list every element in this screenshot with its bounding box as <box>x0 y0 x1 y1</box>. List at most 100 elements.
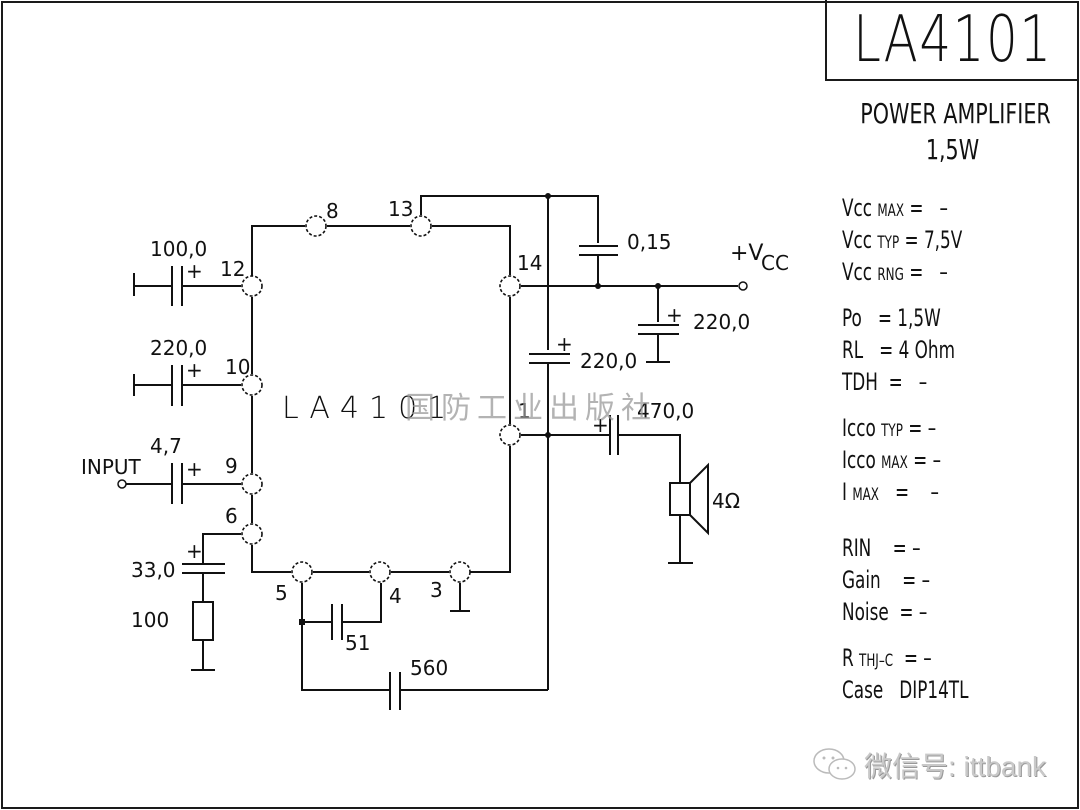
junction-dot <box>545 432 551 438</box>
speaker-icon <box>669 462 709 536</box>
junctions <box>299 193 661 625</box>
spec-row: Noise = – <box>842 599 927 628</box>
pin-10 <box>241 374 263 396</box>
cout-value: 470,0 <box>637 399 694 423</box>
input-label: INPUT <box>81 455 142 479</box>
spec-row: TDH = – <box>842 369 927 398</box>
pins <box>241 215 521 583</box>
polarity-plus: + <box>186 358 203 382</box>
pin-label-14: 14 <box>517 251 542 275</box>
publisher-watermark: 国防工业出版社 <box>405 391 657 426</box>
spec-subscript: MAX <box>877 201 905 221</box>
spec-value: = 7,5V <box>904 226 963 254</box>
spec-value: = – <box>913 446 941 474</box>
spec-name: Vcc <box>842 226 873 254</box>
polarity-plus: + <box>186 539 203 563</box>
capacitors <box>171 245 679 710</box>
pin-label-10: 10 <box>225 355 250 379</box>
spec-name: R <box>842 644 854 672</box>
pin-label-12: 12 <box>220 257 245 281</box>
spec-name: RIN <box>842 534 872 562</box>
spec-subscript: TYP <box>881 421 903 441</box>
spec-value: = – <box>884 478 939 506</box>
spec-row: Vcc RNG = – <box>842 259 948 288</box>
spec-row: RIN = – <box>842 535 921 564</box>
spec-name: TDH <box>842 368 878 396</box>
title-box: LA4101 <box>825 0 1079 81</box>
r6-value: 100 <box>131 608 169 632</box>
junction-dot <box>545 193 551 199</box>
spec-subscript: MAX <box>852 485 879 505</box>
spec-name: Case <box>842 676 884 704</box>
spec-name: Icco <box>842 414 876 442</box>
spec-subscript: THJ–C <box>859 651 894 671</box>
polarity-plus: + <box>186 457 203 481</box>
spec-subscript: RNG <box>877 265 904 285</box>
spec-name: RL <box>842 336 864 364</box>
wechat-icon <box>813 748 856 780</box>
spec-row: I MAX = – <box>842 479 939 508</box>
pin-5 <box>291 561 313 583</box>
c015-value: 0,15 <box>627 230 672 254</box>
spec-value: = 4 Ohm <box>873 336 955 364</box>
spec-row: Case DIP14TL <box>842 677 968 706</box>
spec-value: = – <box>909 258 948 286</box>
spec-value: = – <box>898 644 932 672</box>
spec-value: DIP14TL <box>893 676 969 704</box>
c10-value: 220,0 <box>150 336 207 360</box>
pin-label-1: 1 <box>518 399 531 423</box>
spec-value: = – <box>899 598 928 626</box>
spec-row: Vcc MAX = – <box>842 195 948 224</box>
subtitle-line1: POWER AMPLIFIER <box>860 97 1051 130</box>
pin-13 <box>410 215 432 237</box>
c12-value: 100,0 <box>150 237 207 261</box>
spec-row: Po = 1,5W <box>842 305 941 334</box>
c51-value: 51 <box>345 631 370 655</box>
pin-4 <box>369 561 391 583</box>
vcc-terminal <box>738 281 748 291</box>
vcc-label: +V <box>730 241 763 266</box>
pin-8 <box>305 215 327 237</box>
c560-value: 560 <box>410 656 448 680</box>
part-number-title: LA4101 <box>853 2 1053 77</box>
spec-value: = 1,5W <box>872 304 941 332</box>
pin-label-6: 6 <box>225 504 238 528</box>
spec-value: = – <box>881 534 921 562</box>
pin-14 <box>499 275 521 297</box>
spec-name: Vcc <box>842 194 873 222</box>
wechat-id-text: 微信号: ittbank <box>864 751 1047 782</box>
junction-dot <box>595 283 601 289</box>
wechat-watermark: 微信号: ittbank <box>812 745 1046 785</box>
pin-1 <box>499 424 521 446</box>
resistor-100 <box>192 601 214 641</box>
pin-label-9: 9 <box>225 454 238 478</box>
cvcc-value: 220,0 <box>693 310 750 334</box>
pin-label-13: 13 <box>388 197 413 221</box>
pin-12 <box>241 275 263 297</box>
labels: 8 13 12 14 10 1 9 6 5 4 3 100,0 220,0 4,… <box>81 197 789 680</box>
spec-name: Noise <box>842 598 889 626</box>
spec-value: = – <box>888 368 928 396</box>
spec-name: Icco <box>842 446 876 474</box>
spec-row: Icco TYP = – <box>842 415 936 444</box>
subtitle-line2: 1,5W <box>925 133 980 166</box>
pin-label-3: 3 <box>430 578 443 602</box>
input-terminal <box>117 479 127 489</box>
pin-6 <box>241 523 263 545</box>
spec-row: R THJ–C = – <box>842 645 932 674</box>
c6-value: 33,0 <box>131 558 176 582</box>
pin-9 <box>241 473 263 495</box>
vcc-sub-label: CC <box>761 251 789 275</box>
pin-label-5: 5 <box>275 581 288 605</box>
chip-label: LA4101 <box>282 391 456 426</box>
spec-subscript: MAX <box>881 453 908 473</box>
spec-name: I <box>842 478 847 506</box>
junction-dot <box>299 619 305 625</box>
polarity-plus: + <box>556 332 573 356</box>
spec-value: = – <box>909 194 948 222</box>
spec-row: Gain = – <box>842 567 930 596</box>
spec-row: RL = 4 Ohm <box>842 337 955 366</box>
spec-value: = – <box>908 414 937 442</box>
